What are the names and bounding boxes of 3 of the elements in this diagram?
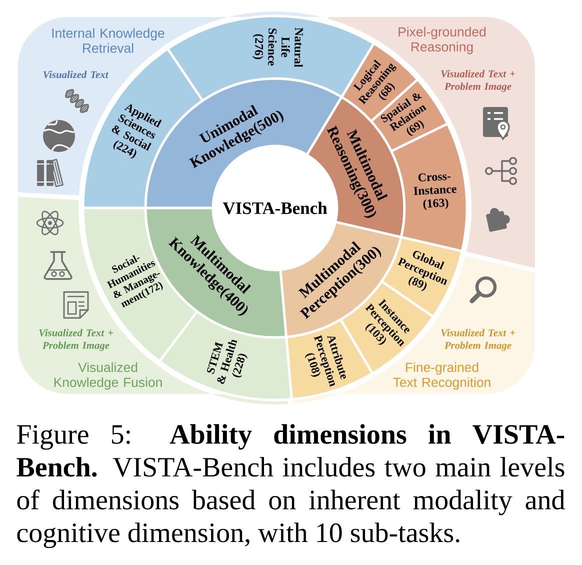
figure-caption: Figure 5: Ability dimensions in VISTA-Bench. VISTA-Bench includes two main levels of dimensions based on inherent modality and cognitive dimension, with 10 sub-tasks. xyxy=(16,424,565,548)
panel-subtitle: Visualized Text + Problem Image xyxy=(441,328,515,351)
quadrant-panel xyxy=(18,12,324,196)
